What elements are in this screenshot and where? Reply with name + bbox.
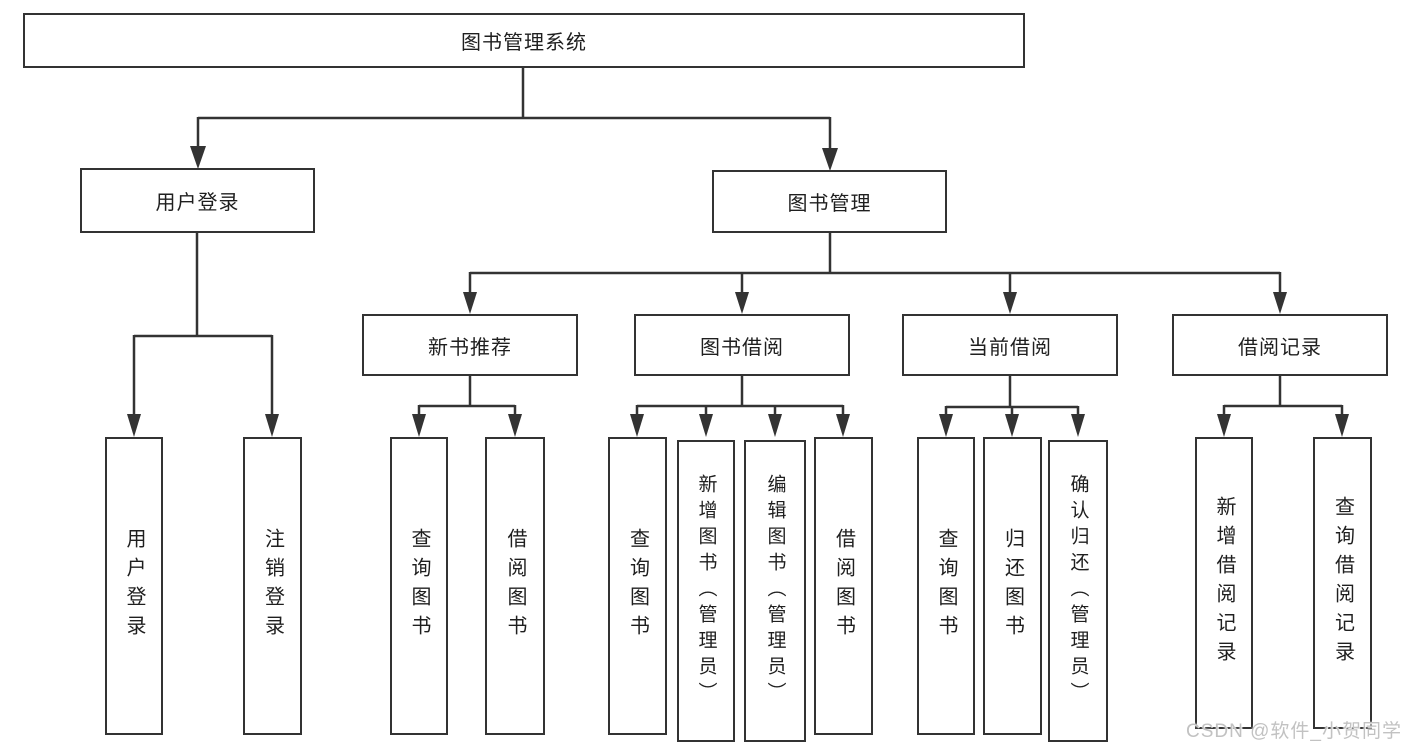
leaf-logout: 注销登录	[243, 437, 302, 735]
node-book-management-label: 图书管理	[787, 193, 872, 215]
leaf-label: 新增图书（管理员）	[695, 474, 717, 708]
node-new-book-recommend: 新书推荐	[362, 314, 578, 376]
leaf-label: 确认归还（管理员）	[1067, 474, 1089, 708]
leaf-label: 借阅图书	[504, 528, 526, 644]
connector-user-login-to-leaves	[132, 233, 274, 420]
leaf-bb-add-books-admin: 新增图书（管理员）	[677, 440, 735, 742]
leaf-label: 新增借阅记录	[1213, 496, 1235, 670]
node-root: 图书管理系统	[23, 13, 1025, 68]
node-user-login: 用户登录	[80, 168, 315, 233]
node-current-borrow-label: 当前借阅	[968, 336, 1052, 359]
leaf-label: 查询图书	[408, 528, 430, 644]
node-book-borrow-label: 图书借阅	[700, 336, 784, 359]
connector-current-borrow-to-leaves	[944, 376, 1080, 420]
leaf-label: 借阅图书	[832, 528, 855, 644]
connector-root-to-level2	[196, 68, 832, 154]
leaf-br-query-record: 查询借阅记录	[1313, 437, 1372, 729]
connector-new-book-recommend-to-leaves	[417, 376, 517, 420]
node-current-borrow: 当前借阅	[902, 314, 1118, 376]
connector-book-management-to-level3	[468, 233, 1282, 298]
leaf-nb-borrow-books: 借阅图书	[485, 437, 545, 735]
watermark: CSDN @软件_小贺同学	[1186, 721, 1402, 742]
leaf-user-login: 用户登录	[105, 437, 163, 735]
node-book-management: 图书管理	[712, 170, 947, 233]
connector-book-borrow-to-leaves	[635, 376, 845, 420]
leaf-label: 查询图书	[935, 528, 957, 644]
leaf-nb-query-books: 查询图书	[390, 437, 448, 735]
leaf-label: 归还图书	[1001, 528, 1024, 644]
leaf-cb-confirm-return-admin: 确认归还（管理员）	[1048, 440, 1108, 742]
node-root-label: 图书管理系统	[461, 32, 587, 54]
leaf-label: 编辑图书（管理员）	[764, 474, 786, 708]
node-borrow-records-label: 借阅记录	[1238, 336, 1322, 359]
leaf-bb-query-books: 查询图书	[608, 437, 667, 735]
leaf-cb-query-books: 查询图书	[917, 437, 975, 735]
leaf-label: 查询借阅记录	[1331, 496, 1354, 670]
node-borrow-records: 借阅记录	[1172, 314, 1388, 376]
node-user-login-label: 用户登录	[155, 192, 240, 214]
leaf-label: 注销登录	[261, 528, 284, 644]
node-book-borrow: 图书借阅	[634, 314, 850, 376]
leaf-label: 查询图书	[626, 528, 649, 644]
leaf-bb-edit-books-admin: 编辑图书（管理员）	[744, 440, 806, 742]
leaf-label: 用户登录	[123, 528, 145, 644]
connector-borrow-records-to-leaves	[1222, 376, 1344, 420]
leaf-cb-return-books: 归还图书	[983, 437, 1042, 735]
node-new-book-recommend-label: 新书推荐	[428, 336, 512, 359]
leaf-bb-borrow-books: 借阅图书	[814, 437, 873, 735]
leaf-br-add-record: 新增借阅记录	[1195, 437, 1253, 729]
